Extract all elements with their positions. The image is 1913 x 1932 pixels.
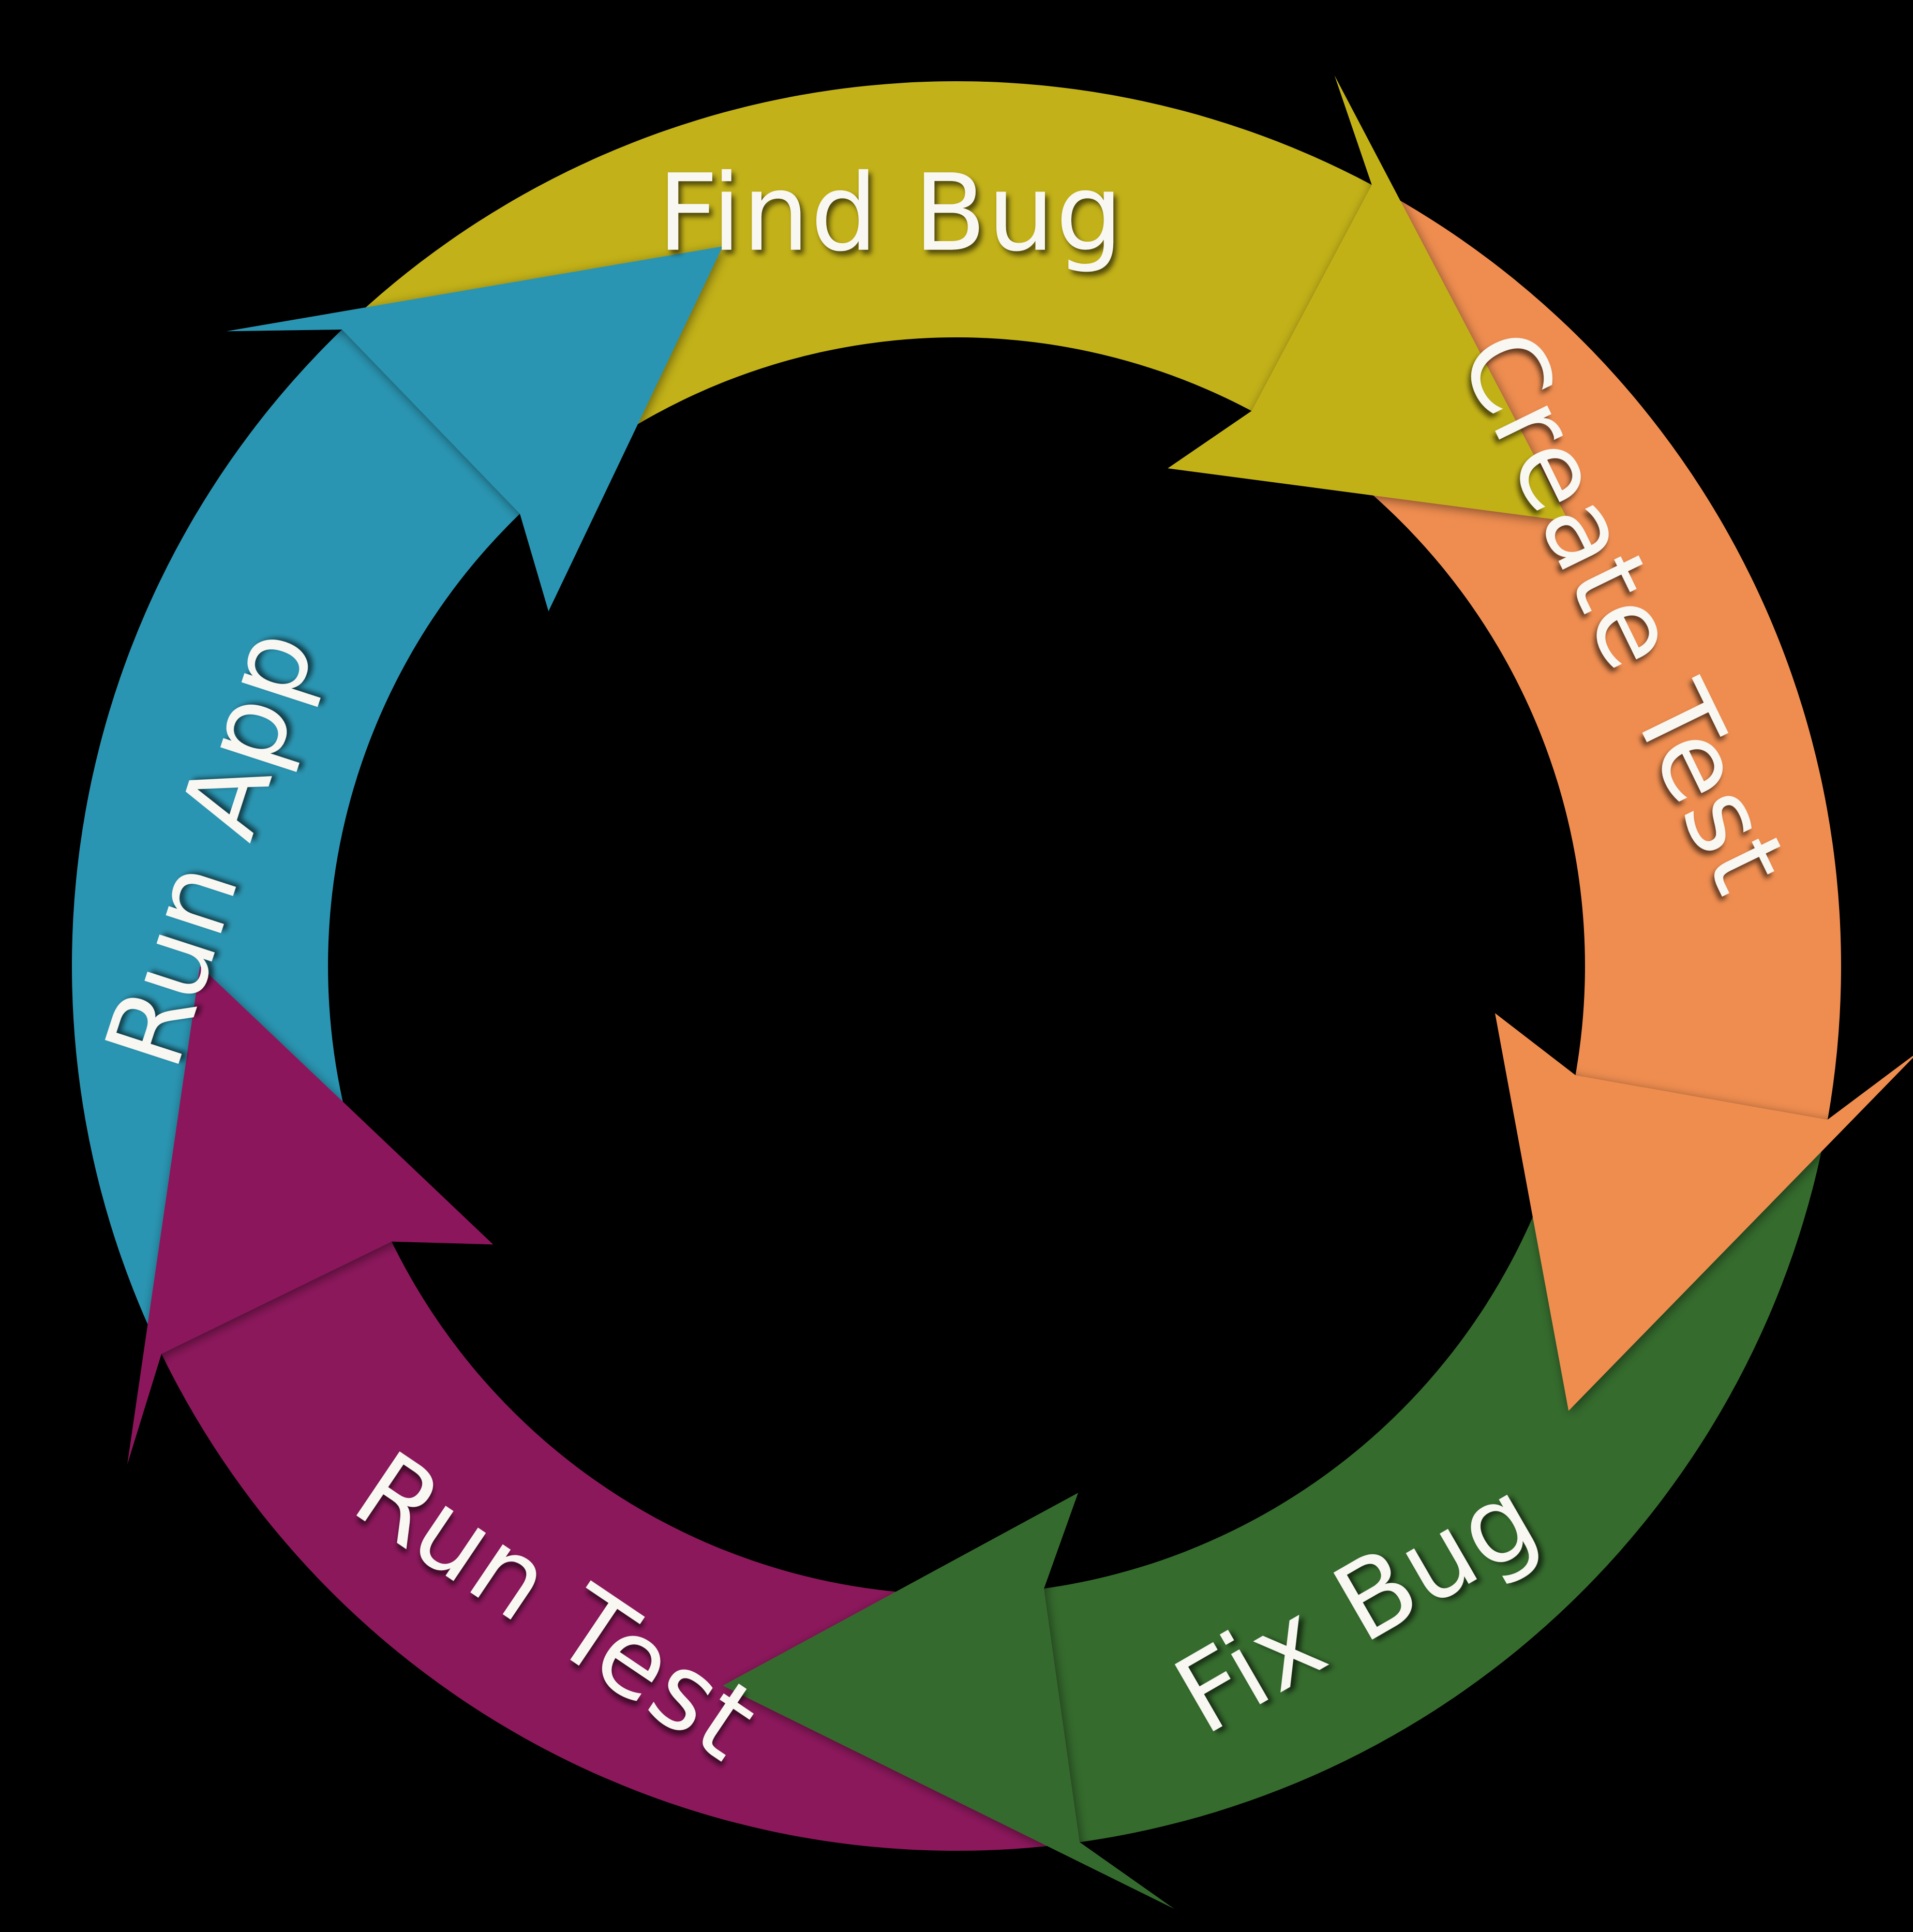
arrow-head-run-test xyxy=(127,966,494,1465)
arrow-head-fix-bug xyxy=(723,1493,1174,1909)
arrow-head-create-test xyxy=(1495,1013,1913,1411)
arrow-heads-layer xyxy=(127,75,1913,1909)
arrow-label-find-bug: Find Bug xyxy=(657,152,1124,275)
arrow-head-run-app xyxy=(226,246,723,612)
arrow-head-find-bug xyxy=(1168,75,1569,522)
